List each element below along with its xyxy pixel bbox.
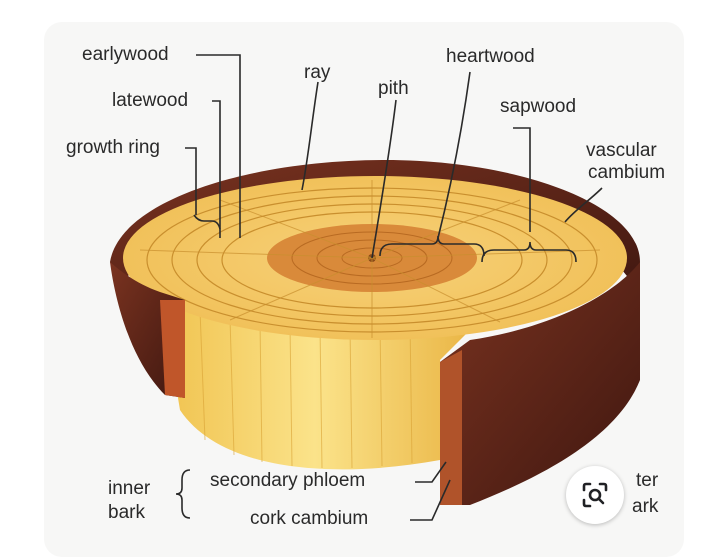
label-cork-cambium: cork cambium (250, 508, 369, 529)
label-outer-bark-partial-1: ter (636, 470, 659, 491)
label-growth-ring: growth ring (66, 137, 160, 158)
label-pith: pith (378, 78, 409, 99)
inner-bark-left (160, 300, 185, 398)
label-secondary-phloem: secondary phloem (210, 470, 366, 491)
label-latewood: latewood (112, 90, 189, 111)
label-inner: inner (108, 478, 151, 499)
label-sapwood: sapwood (500, 96, 577, 117)
label-earlywood: earlywood (82, 44, 169, 65)
leader-lines (175, 54, 603, 521)
label-cambium: cambium (588, 162, 666, 183)
rays (139, 180, 601, 338)
bark-right (440, 262, 640, 505)
label-outer-bark-partial-2: ark (632, 496, 659, 517)
label-bark: bark (108, 502, 145, 523)
image-search-button[interactable] (566, 466, 624, 524)
inner-bark-right (440, 350, 462, 505)
label-vascular: vascular (586, 140, 657, 161)
label-ray: ray (304, 62, 331, 83)
label-heartwood: heartwood (446, 46, 535, 67)
wood-grain (199, 309, 413, 469)
image-search-icon (582, 482, 608, 508)
